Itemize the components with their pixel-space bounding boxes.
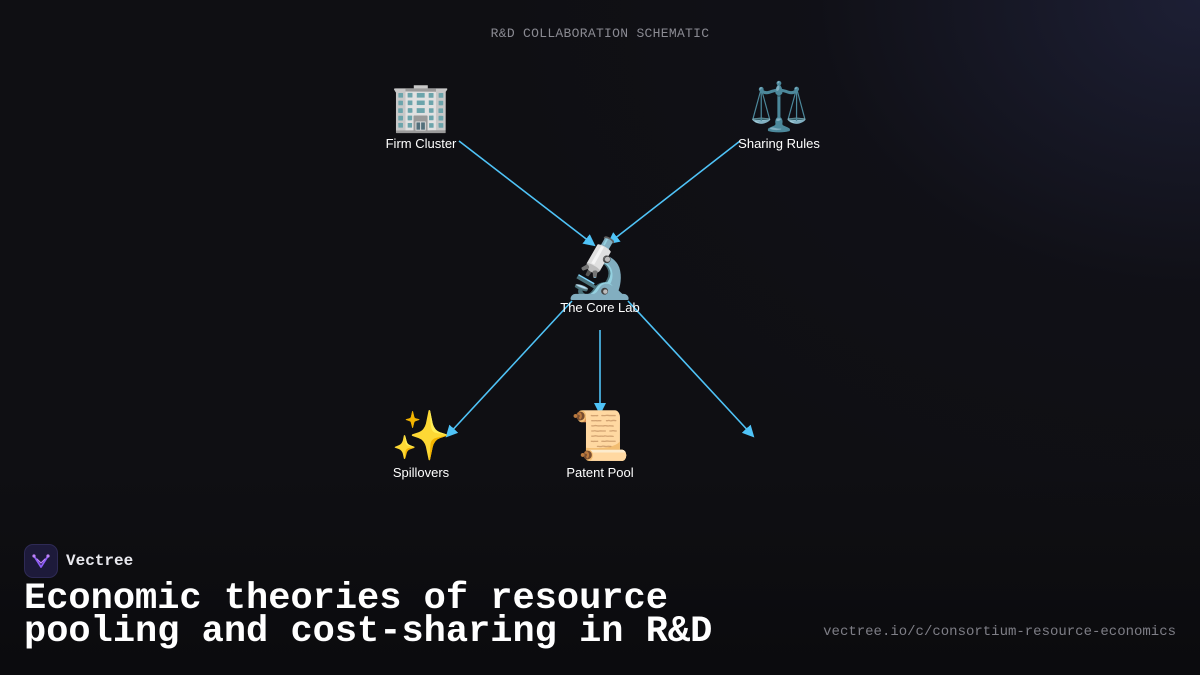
node-label: Spillovers <box>392 465 450 480</box>
node-label: Sharing Rules <box>738 136 820 151</box>
page-headline: Economic theories of resource pooling an… <box>24 578 713 653</box>
source-url[interactable]: vectree.io/c/consortium-resource-economi… <box>823 624 1176 640</box>
node-label: Patent Pool <box>566 465 634 480</box>
office-building-icon: 🏢 <box>391 79 451 135</box>
brand-name: Vectree <box>66 552 134 570</box>
vectree-logo-icon <box>24 544 58 578</box>
node-label: The Core Lab <box>560 300 640 315</box>
node-firm-cluster: 🏢 Firm Cluster <box>341 80 501 151</box>
microscope-icon: 🔬 <box>563 234 637 302</box>
node-spillovers: ✨ Spillovers <box>341 409 501 480</box>
schematic-title: R&D COLLABORATION SCHEMATIC <box>490 26 710 41</box>
edge-firm-cluster-to-core-lab <box>458 140 596 247</box>
edge-core-lab-to-unlabeled <box>627 300 755 438</box>
edge-core-lab-to-spillovers <box>445 300 573 438</box>
node-patent-pool: 📜 Patent Pool <box>520 409 680 480</box>
edge-sharing-rules-to-core-lab <box>607 140 741 245</box>
brand: Vectree <box>24 544 133 578</box>
scroll-icon: 📜 <box>570 408 630 464</box>
node-sharing-rules: ⚖️ Sharing Rules <box>699 80 859 151</box>
node-core-lab: 🔬 The Core Lab <box>520 238 680 315</box>
node-label: Firm Cluster <box>385 136 457 151</box>
sparkles-icon: ✨ <box>391 408 451 464</box>
balance-scale-icon: ⚖️ <box>749 79 809 135</box>
